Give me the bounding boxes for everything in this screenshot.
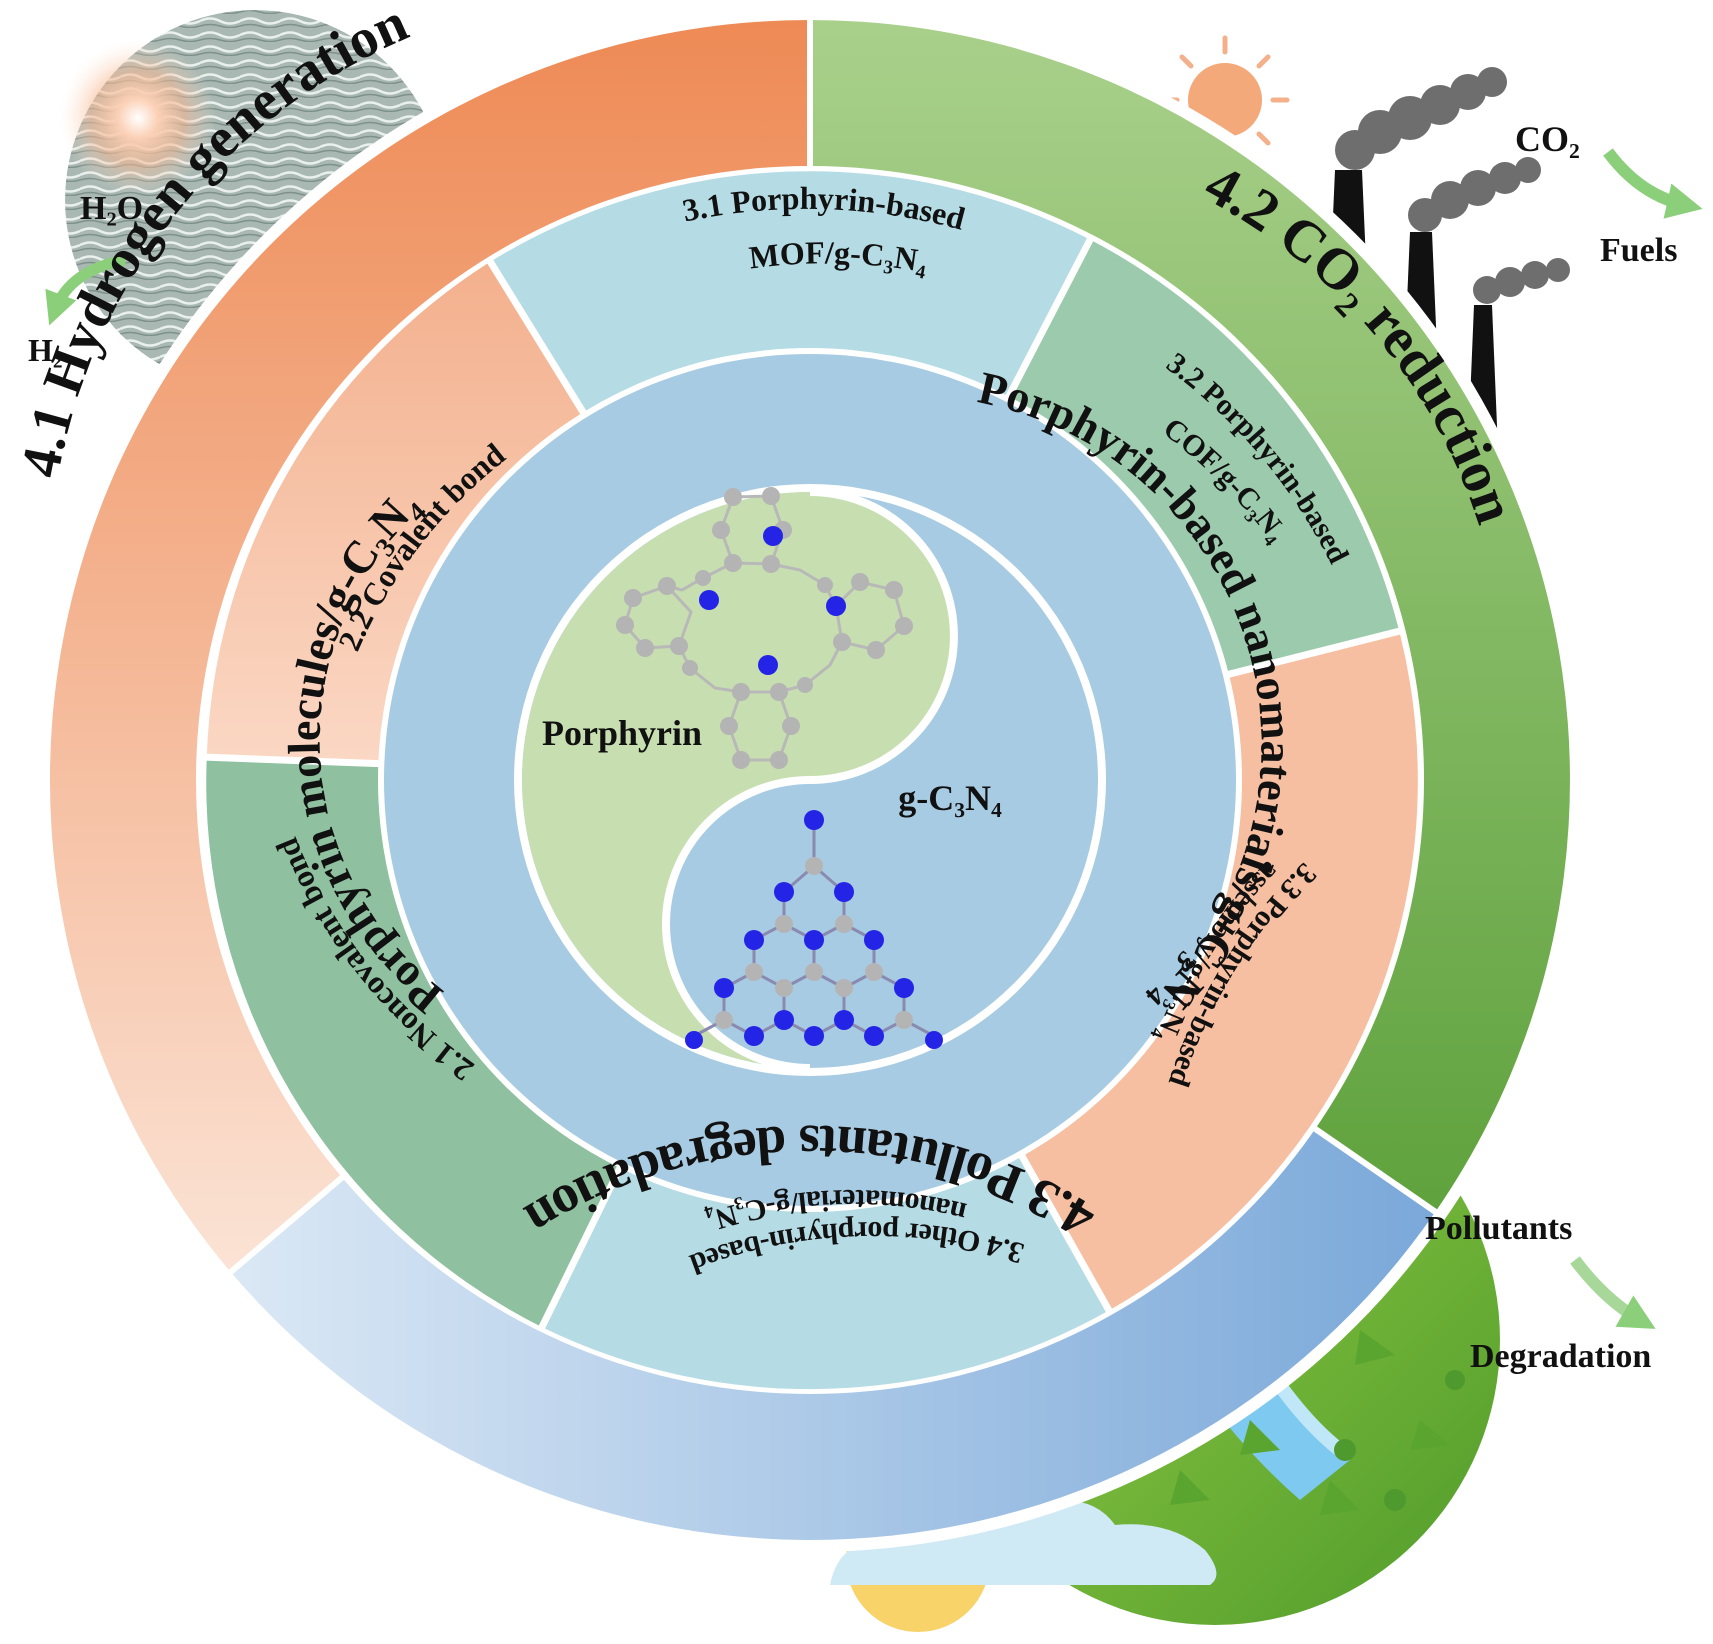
label-hydrogen: H₂ <box>28 332 63 368</box>
label-degradation: Degradation <box>1470 1338 1652 1375</box>
porphyrin-molecule-icon <box>616 487 913 769</box>
smoke-icon <box>1335 67 1570 304</box>
pollutants-to-degradation-arrow <box>1570 1256 1656 1329</box>
water-to-hydrogen-arrow <box>45 254 127 326</box>
factory-chimneys-icon <box>1325 67 1570 450</box>
sun-glow-icon <box>60 40 216 196</box>
co2-to-fuels-arrow <box>1603 148 1703 219</box>
label-pollutants: Pollutants <box>1425 1210 1573 1247</box>
gcn-lattice-icon <box>685 810 943 1049</box>
label-water: H₂O <box>80 190 144 227</box>
label-porphyrin: Porphyrin <box>542 713 702 753</box>
label-gcn: g-C₃N₄ <box>898 778 1002 818</box>
label-co2: CO₂ <box>1515 119 1580 159</box>
center-yin-yang <box>522 488 1098 1072</box>
label-fuels: Fuels <box>1600 232 1678 269</box>
